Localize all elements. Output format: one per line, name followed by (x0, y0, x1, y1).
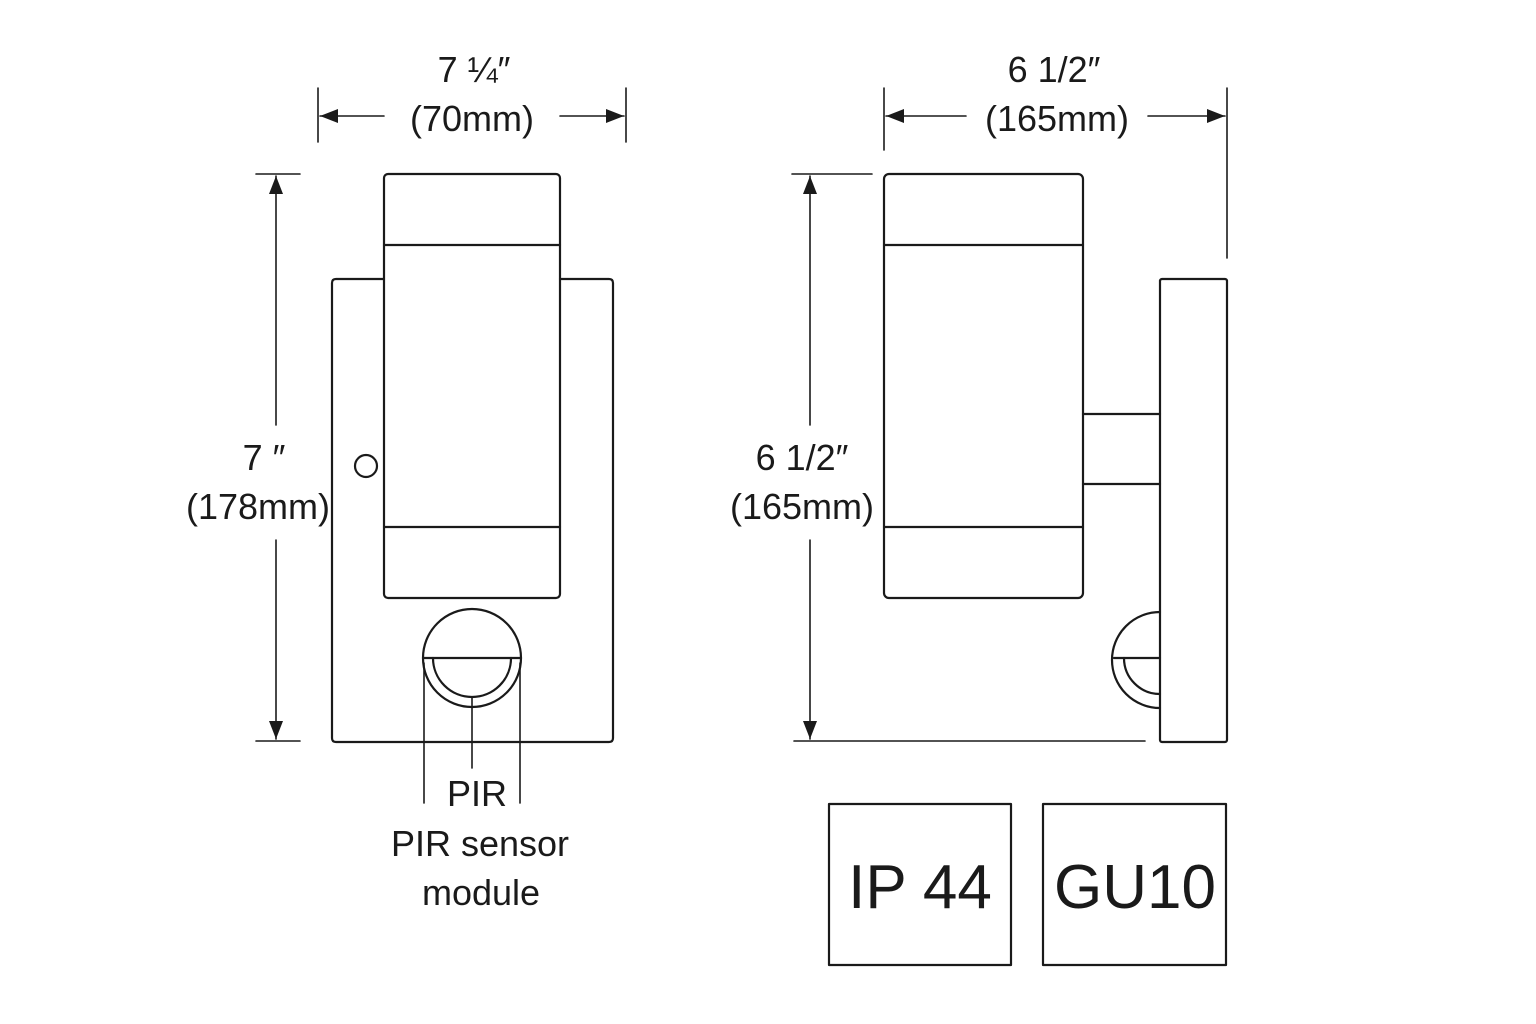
front-height-label-mm: (178mm) (186, 486, 330, 527)
front-screw-circle (353, 453, 379, 479)
side-width-label: 6 1/2″ (1008, 49, 1101, 90)
front-pir-sensor (421, 607, 523, 804)
side-height-dimension: 6 1/2″ (165mm) (730, 173, 1146, 742)
bulb-type-label: GU10 (1054, 853, 1216, 922)
side-width-dimension: 6 1/2″ (165mm) (883, 49, 1228, 259)
side-height-arrow-bottom (803, 721, 817, 739)
pir-sensor-lens (431, 656, 513, 699)
side-pir-sensor (1110, 610, 1162, 710)
side-pir-housing (1110, 610, 1162, 710)
side-width-label-mm: (165mm) (985, 98, 1129, 139)
front-height-dimension: 7 ″ (178mm) (186, 173, 330, 742)
ip-rating-badge (827, 802, 1013, 967)
side-pir-lens (1122, 656, 1162, 696)
pir-caption-line2: module (422, 872, 540, 913)
side-width-arrow-right (1207, 109, 1225, 123)
side-lamp-body (882, 172, 1085, 600)
front-backplate (330, 277, 615, 744)
side-height-label: 6 1/2″ (756, 437, 849, 478)
front-width-arrow-left (320, 109, 338, 123)
front-height-label: 7 ″ (243, 437, 286, 478)
front-width-label: 7 ¼″ (438, 49, 511, 90)
side-height-arrow-top (803, 176, 817, 194)
bulb-type-badge (1041, 802, 1228, 967)
front-view: 7 ¼″ (70mm) 7 ″ (178mm) (186, 49, 627, 913)
front-width-arrow-right (606, 109, 624, 123)
rating-badges: IP 44 GU10 (827, 802, 1228, 967)
pir-label: PIR (447, 773, 507, 814)
front-lamp-body (382, 172, 562, 600)
front-width-dimension: 7 ¼″ (70mm) (317, 49, 627, 143)
side-width-arrow-left (886, 109, 904, 123)
side-view: 6 1/2″ (165mm) 6 1/2″ (165mm) (730, 49, 1229, 744)
front-height-arrow-top (269, 176, 283, 194)
pir-caption-line1: PIR sensor (391, 823, 569, 864)
front-width-label-mm: (70mm) (410, 98, 534, 139)
ip-rating-label: IP 44 (848, 853, 992, 922)
side-wall-plate (1158, 277, 1229, 744)
side-height-label-mm: (165mm) (730, 486, 874, 527)
front-height-arrow-bottom (269, 721, 283, 739)
